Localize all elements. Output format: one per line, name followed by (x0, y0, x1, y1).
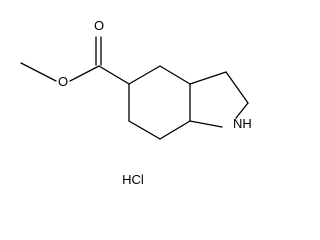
ester-oxygen-label: O (58, 74, 68, 89)
salt-label: HCl (122, 172, 144, 187)
bond-methyl-ester-oxygen (20, 62, 57, 82)
bond-ring-c3a-c3 (189, 71, 227, 85)
bond-ring-c3-c2 (225, 71, 249, 104)
bond-ester-oxygen-carbonyl (69, 65, 100, 82)
bond-ring-c7-c6 (128, 120, 161, 140)
carbonyl-oxygen-label: O (94, 18, 104, 33)
bond-ring-c5-c4 (128, 65, 161, 85)
molecule-drawing: O O NH HCl (20, 18, 252, 187)
ring-nitrogen-label: NH (233, 116, 252, 131)
bond-ring-c7a-c7 (159, 120, 191, 140)
bond-ring-c4-c3a (159, 65, 191, 85)
bond-ring-c2-n1 (235, 102, 249, 119)
bond-carbonyl-ring (98, 65, 130, 85)
bond-ring-n1-c7a (189, 120, 223, 128)
structure-canvas: O O NH HCl (20, 18, 252, 187)
